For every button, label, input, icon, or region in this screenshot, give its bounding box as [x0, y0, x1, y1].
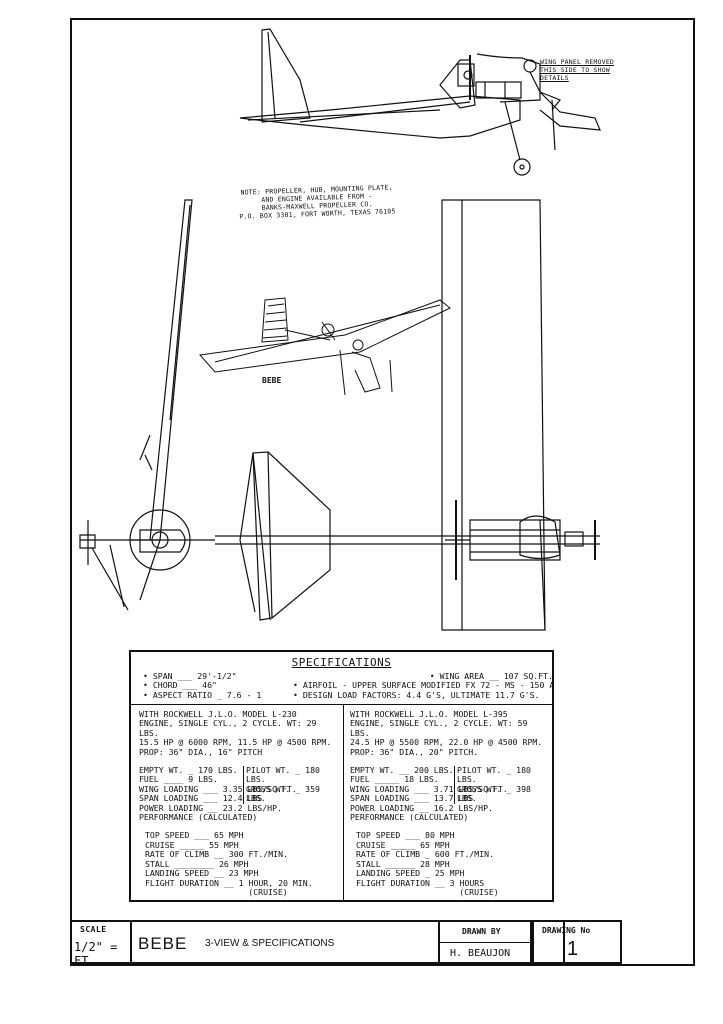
spec-column-l230: WITH ROCKWELL J.L.O. MODEL L-230 ENGINE,…	[139, 709, 337, 897]
spec-chord: • CHORD ___ 46"	[143, 680, 217, 691]
pilot-weight: PILOT WT. _ 180 LBS.	[457, 765, 531, 785]
span-loading: SPAN LOADING ___ 12.4 LBS	[139, 793, 263, 804]
drawing-subtitle: 3-VIEW & SPECIFICATIONS	[205, 938, 335, 949]
perf-landing-speed: LANDING SPEED __ 23 MPH	[145, 868, 259, 879]
empty-weight: EMPTY WT. _ 170 LBS.	[139, 765, 238, 776]
wing-panel-note: WING PANEL REMOVED THIS SIDE TO SHOW DET…	[540, 58, 615, 82]
perf-cruise: CRUISE _____ 65 MPH	[356, 839, 450, 850]
drawing-number-label: DRAWING No	[542, 926, 591, 935]
perf-stall: STALL ________ 26 MPH	[145, 858, 249, 869]
power-loading: POWER LOADING __ 23.2 LBS/HP.	[139, 802, 282, 813]
engine-line: WITH ROCKWELL J.L.O. MODEL L-395	[350, 709, 508, 719]
perf-landing-speed: LANDING SPEED _ 25 MPH	[356, 868, 465, 879]
front-view	[79, 199, 215, 611]
engine-line: PROP: 36" DIA., 20" PITCH.	[350, 746, 479, 757]
engine-line: WITH ROCKWELL J.L.O. MODEL L-230	[139, 709, 297, 719]
scale-cell: SCALE 1/2" = FT	[72, 922, 132, 968]
perf-cruise-note: (CRUISE)	[248, 886, 288, 897]
perf-top-speed: TOP SPEED ___ 65 MPH	[145, 830, 244, 841]
perf-rate-of-climb: RATE OF CLIMB _ 600 FT./MIN.	[356, 849, 495, 860]
empty-weight: EMPTY WT. __ 200 LBS.	[350, 765, 454, 776]
spec-column-l395: WITH ROCKWELL J.L.O. MODEL L-395 ENGINE,…	[350, 709, 548, 897]
drawing-number: 1	[567, 938, 579, 960]
drawing-sheet-border	[70, 18, 695, 966]
perf-top-speed: TOP SPEED ___ 80 MPH	[356, 830, 455, 841]
perf-cruise-note: (CRUISE)	[459, 886, 499, 897]
power-loading: POWER LOADING __ 16.2 LBS/HP.	[350, 802, 493, 813]
engine-line: PROP: 36" DIA., 16" PITCH	[139, 746, 263, 757]
scale-label: SCALE	[80, 925, 107, 934]
perspective-sketch	[199, 297, 451, 396]
fuel-weight: FUEL _____ 18 LBS.	[350, 774, 439, 785]
drawn-by-cell: DRAWN BY H. BEAUJON	[438, 922, 534, 962]
plan-view	[215, 199, 600, 631]
engine-line: 15.5 HP @ 6000 RPM, 11.5 HP @ 4500 RPM.	[139, 737, 332, 748]
side-view	[239, 28, 601, 176]
spec-divider	[131, 704, 552, 705]
drawn-by-name: H. BEAUJON	[450, 948, 511, 959]
gross-weight: GROSS WT. _ 359 LBS.	[246, 783, 320, 804]
engine-line: ENGINE, SINGLE CYL., 2 CYCLE. WT: 59 LBS…	[350, 718, 528, 738]
spec-airfoil: • AIRFOIL - UPPER SURFACE MODIFIED FX 72…	[293, 680, 555, 691]
specifications-panel: SPECIFICATIONS • SPAN ___ 29'-1/2" • CHO…	[129, 650, 554, 902]
wing-loading: WING LOADING ___ 3.35 LBS/SQ.FT.	[139, 783, 297, 794]
aircraft-name: BEBE	[138, 934, 188, 953]
scale-value: 1/2" = FT	[74, 940, 118, 968]
span-loading: SPAN LOADING ___ 13.7 LBS	[350, 793, 474, 804]
title-block: SCALE 1/2" = FT BEBE 3-VIEW & SPECIFICAT…	[70, 920, 565, 968]
spec-span: • SPAN ___ 29'-1/2"	[143, 671, 237, 681]
gross-weight: GROSS WT. _ 398 LBS.	[457, 783, 531, 804]
spec-design-loads: • DESIGN LOAD FACTORS: 4.4 G'S, ULTIMATE…	[293, 689, 540, 700]
drawing-number-box: DRAWING No 1	[530, 920, 622, 964]
engine-line: ENGINE, SINGLE CYL., 2 CYCLE. WT: 29 LBS…	[139, 718, 317, 738]
pilot-weight: PILOT WT. _ 180 LBS.	[246, 765, 320, 785]
perf-rate-of-climb: RATE OF CLIMB __ 300 FT./MIN.	[145, 849, 288, 860]
title-cell: BEBE 3-VIEW & SPECIFICATIONS	[130, 922, 440, 962]
wing-loading: WING LOADING ___ 3.71 LBS/SQ.FT.	[350, 783, 508, 794]
drawn-by-label: DRAWN BY	[462, 927, 501, 936]
perf-cruise: CRUISE _____ 55 MPH	[145, 839, 239, 850]
performance-title: PERFORMANCE (CALCULATED)	[350, 812, 469, 823]
spec-title: SPECIFICATIONS	[291, 656, 392, 669]
engine-line: 24.5 HP @ 5500 RPM, 22.0 HP @ 4500 RPM.	[350, 737, 543, 748]
sketch-label: BEBE	[262, 376, 282, 385]
perf-flight-duration: FLIGHT DURATION __ 3 HOURS	[356, 877, 485, 888]
spec-aspect-ratio: • ASPECT RATIO _ 7.6 - 1	[143, 689, 262, 700]
perf-flight-duration: FLIGHT DURATION __ 1 HOUR, 20 MIN.	[145, 877, 313, 888]
fuel-weight: FUEL ____ 9 LBS.	[139, 774, 218, 785]
spec-wing-area: • WING AREA __ 107 SQ.FT.	[429, 671, 553, 681]
supplier-note: NOTE: PROPELLER, HUB, MOUNTING PLATE, AN…	[221, 183, 412, 222]
perf-stall: STALL ______ 28 MPH	[356, 858, 450, 869]
spec-column-divider	[343, 704, 344, 900]
performance-title: PERFORMANCE (CALCULATED)	[139, 812, 258, 823]
